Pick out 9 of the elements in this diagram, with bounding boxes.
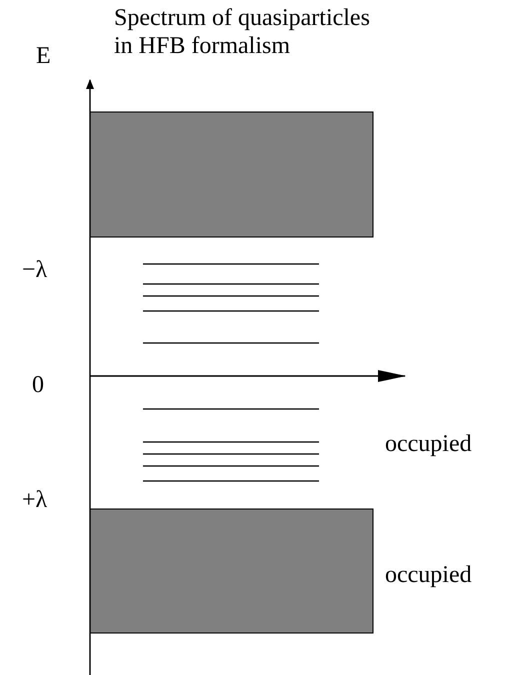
- tick-label: 0: [32, 371, 44, 399]
- state-label: occupied: [385, 561, 472, 589]
- upper-band: [90, 112, 374, 238]
- state-label: occupied: [385, 430, 472, 458]
- tick-label: −λ: [22, 256, 48, 284]
- diagram-title: Spectrum of quasiparticles in HFB formalism: [114, 4, 371, 60]
- lower-band: [90, 508, 374, 634]
- axis-label: E: [36, 42, 51, 70]
- tick-label: +λ: [22, 486, 48, 514]
